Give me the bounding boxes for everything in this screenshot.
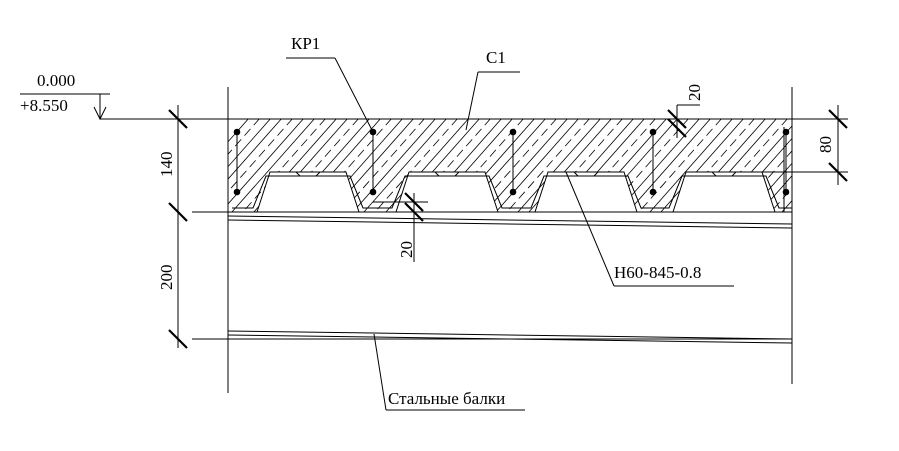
hatch-line xyxy=(228,119,277,212)
hatch-line xyxy=(228,119,321,212)
cover-bottom-dimension xyxy=(373,192,428,262)
callout-mesh: С1 xyxy=(465,48,520,131)
callout-deck-profile-label: Н60-845-0.8 xyxy=(614,263,701,282)
hatch-line xyxy=(876,100,899,230)
hatch-line xyxy=(228,119,310,212)
elevation-top-value: 0.000 xyxy=(37,71,75,90)
left-dimension-chain xyxy=(168,105,188,349)
callout-steel-beams: Стальные балки xyxy=(373,333,525,411)
dim-cover-bottom: 20 xyxy=(397,241,416,258)
callout-steel-beams-label: Стальные балки xyxy=(388,389,505,408)
dim-cover-top: 20 xyxy=(685,84,704,101)
rebar-bars xyxy=(233,128,790,196)
dim-beam-height: 200 xyxy=(157,265,176,291)
deck-height-dimension xyxy=(762,105,848,185)
callout-deck-profile: Н60-845-0.8 xyxy=(565,171,734,287)
beam-bottom-line-2 xyxy=(227,330,793,340)
beam-top-line-3 xyxy=(227,219,793,229)
callout-rebar-frame-label: КР1 xyxy=(291,34,320,53)
rebar-frames xyxy=(236,131,787,192)
hatch-line xyxy=(843,100,899,230)
steel-deck-profile-inner xyxy=(232,175,792,209)
deck-stiffener-1 xyxy=(295,171,321,177)
deck-stiffener-3 xyxy=(573,171,599,177)
callout-rebar-frame: КР1 xyxy=(286,34,374,133)
elevation-marker: 0.000 +8.550 xyxy=(20,71,192,121)
hatch-line xyxy=(228,119,288,212)
cover-top-dimension xyxy=(667,104,700,138)
deck-stiffener-4 xyxy=(711,171,737,177)
beam-bottom-line-3 xyxy=(227,334,793,344)
dim-deck-height: 80 xyxy=(816,136,835,153)
hatch-line xyxy=(854,100,899,230)
callout-mesh-label: С1 xyxy=(486,48,506,67)
deck-stiffener-2 xyxy=(434,171,460,177)
beam-top-line-2 xyxy=(227,215,793,225)
dim-slab-total: 140 xyxy=(157,152,176,178)
hatch-line xyxy=(228,119,266,212)
hatch-line xyxy=(865,100,899,230)
hatch-line xyxy=(887,100,899,230)
hatch-line xyxy=(512,119,629,212)
elevation-bottom-value: +8.550 xyxy=(20,96,68,115)
hatch-line xyxy=(237,119,354,212)
hatch-line xyxy=(228,119,299,212)
hatch-line xyxy=(479,119,596,212)
